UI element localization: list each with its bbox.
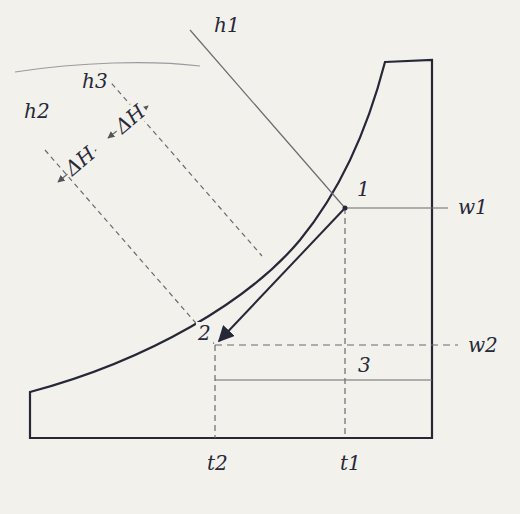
enthalpy-line — [45, 150, 215, 345]
process-arrow — [219, 208, 345, 341]
delta-label: ΔH — [109, 99, 151, 139]
temperature-label: t1 — [338, 452, 363, 474]
temperature-label: t2 — [205, 452, 230, 474]
humidity-line — [215, 344, 458, 345]
humidity-label: w2 — [466, 334, 500, 356]
state-point — [343, 206, 348, 211]
delta-label: ΔH — [59, 141, 101, 181]
humidity-line — [345, 207, 448, 208]
temperature-line — [344, 208, 345, 438]
humidity-label: w1 — [456, 196, 490, 218]
enthalpy-label: h1 — [212, 14, 242, 36]
humidity-line — [215, 379, 432, 380]
chart-frame — [30, 60, 432, 438]
temperature-line — [214, 345, 215, 438]
point-label: 3 — [356, 354, 373, 376]
point-label: 1 — [355, 178, 372, 200]
enthalpy-line — [190, 30, 345, 208]
saturation-curve — [30, 62, 385, 392]
enthalpy-label: h3 — [80, 70, 110, 92]
point-label: 2 — [196, 322, 213, 344]
enthalpy-label: h2 — [22, 100, 52, 122]
enthalpy-line — [100, 70, 262, 256]
